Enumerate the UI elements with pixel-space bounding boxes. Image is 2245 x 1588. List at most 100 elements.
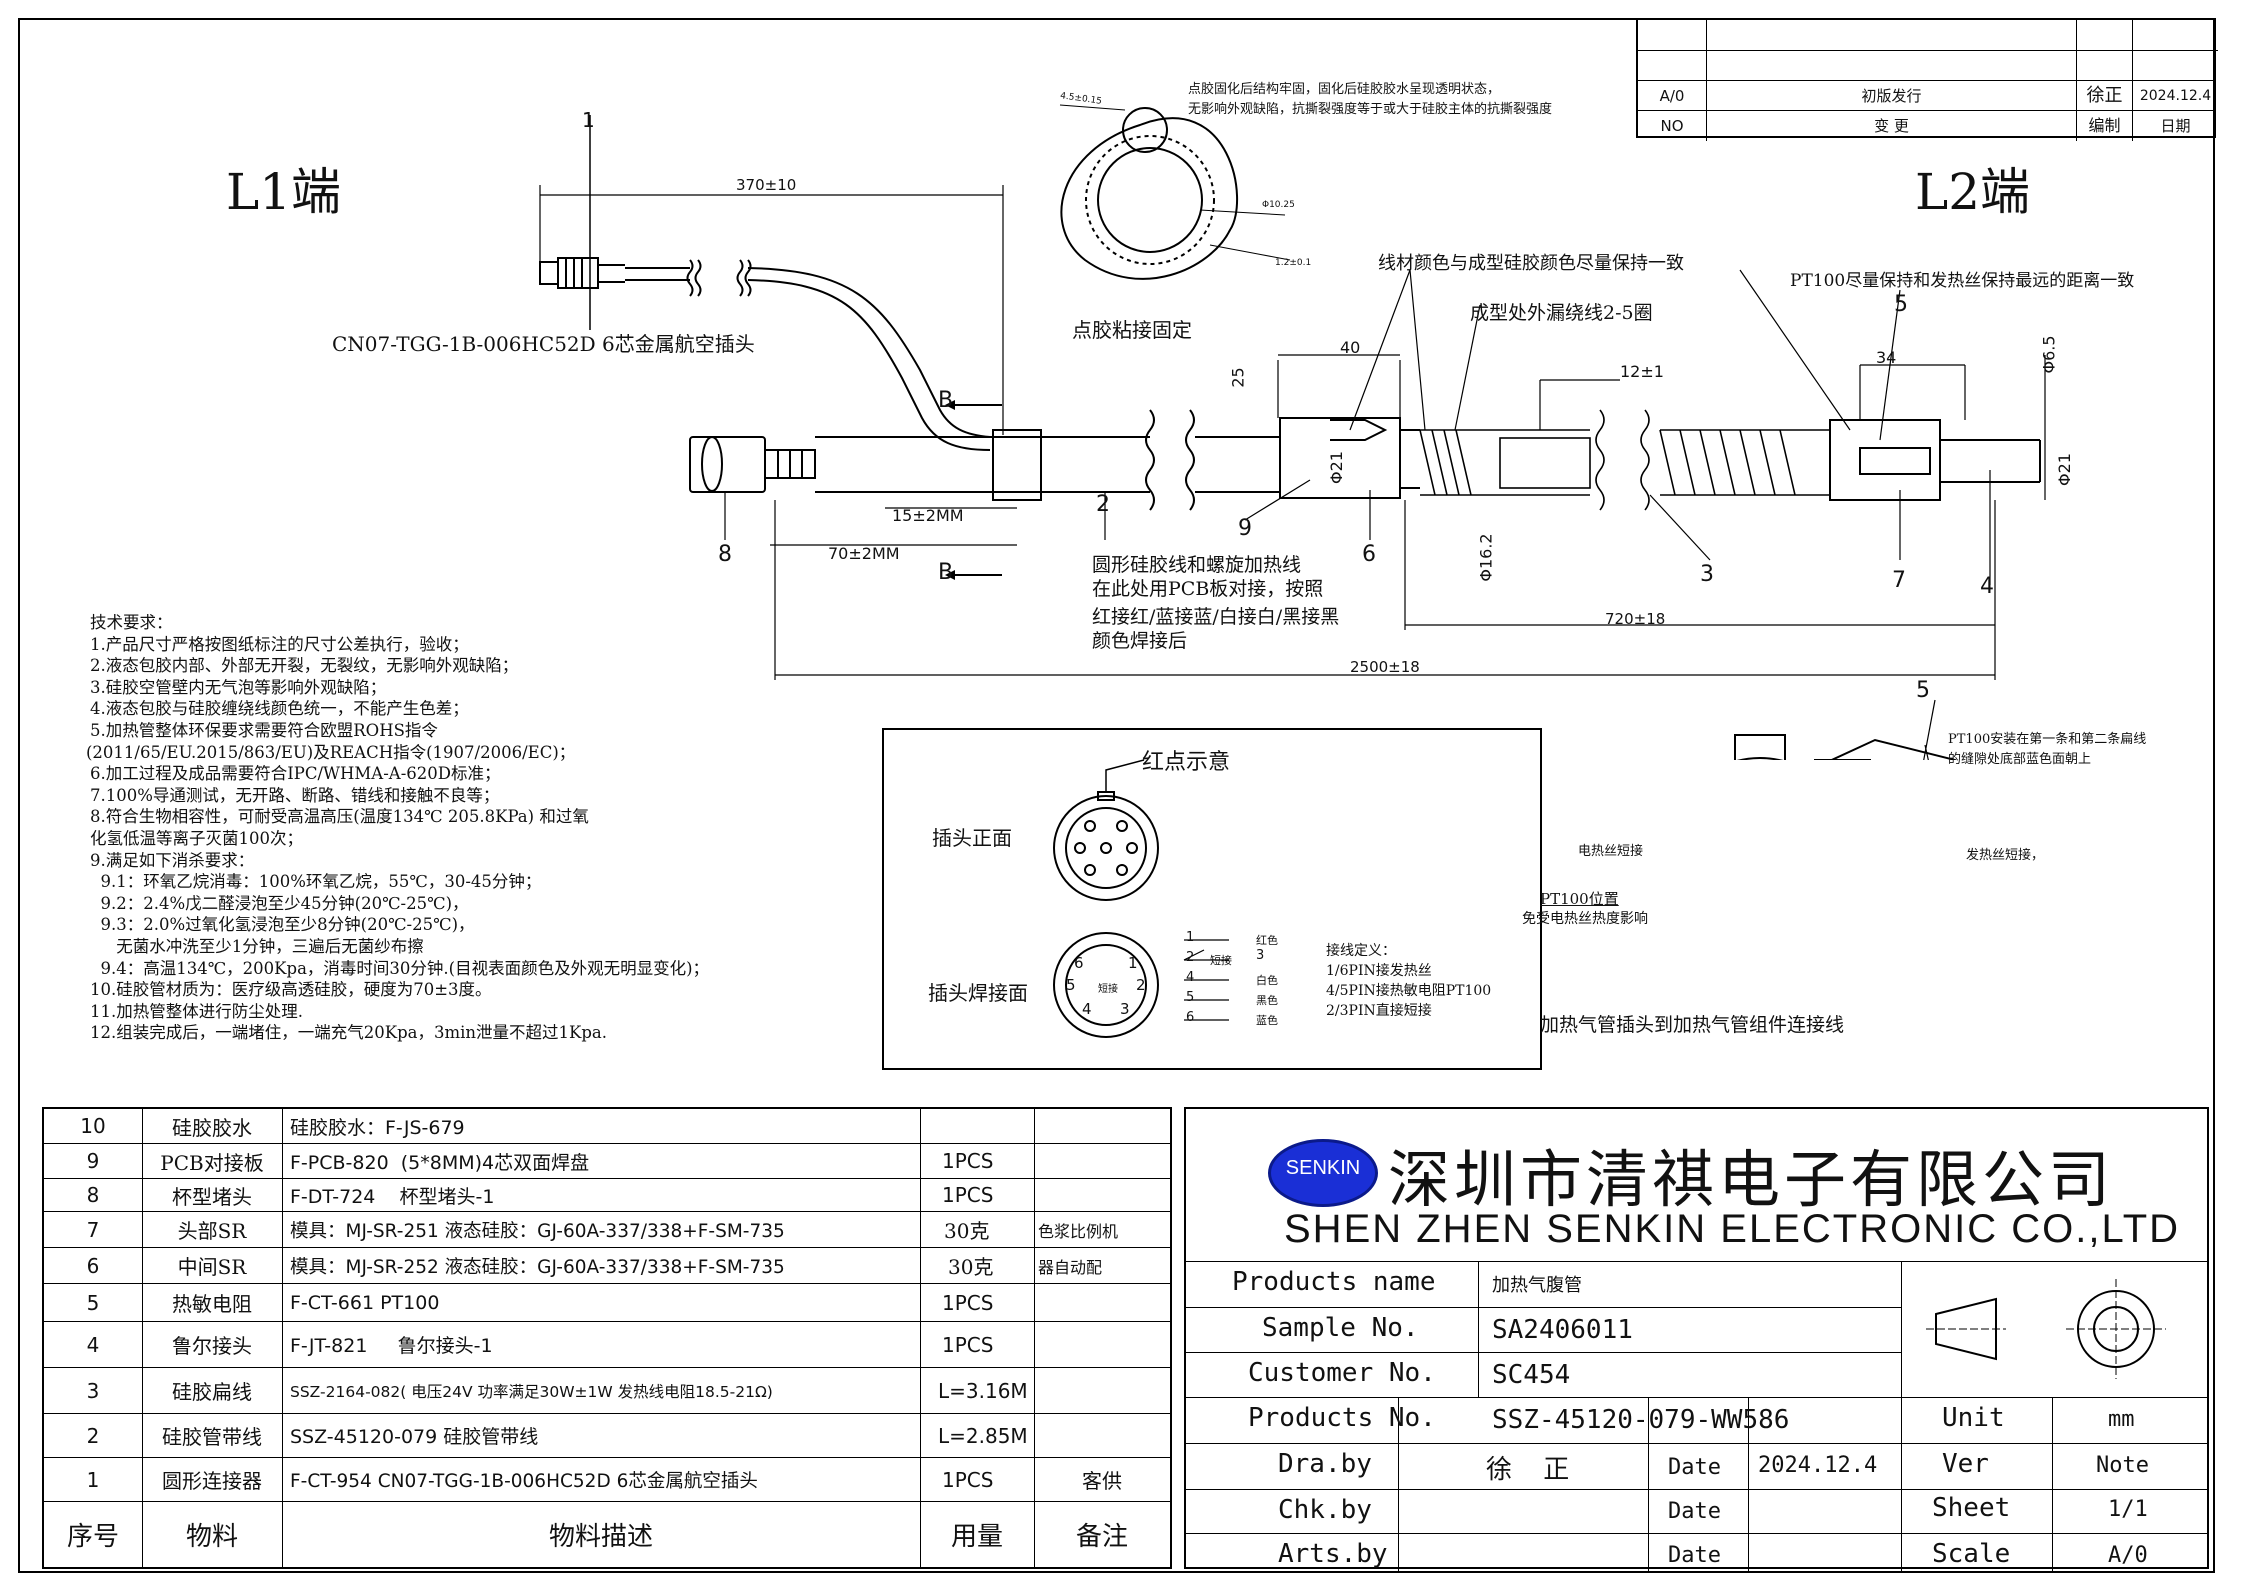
- tech-line: 技术要求：: [90, 613, 173, 632]
- date-label-2: Date: [1668, 1499, 1721, 1524]
- bom-row: 5 热敏电阻 F-CT-661 PT100 1PCS: [44, 1284, 1170, 1322]
- bom-row: 1 圆形连接器 F-CT-954 CN07-TGG-1B-006HC52D 6芯…: [44, 1458, 1170, 1502]
- sample-no-value: SA2406011: [1492, 1315, 1633, 1345]
- checked-by-label: Chk.by: [1278, 1495, 1372, 1525]
- dim-phi21-right: Φ21: [2054, 453, 2074, 486]
- revision-block: A/0 初版发行 徐正 2024.12.4 NO 变 更 编制 日期: [1636, 18, 2218, 141]
- tech-line: 5.加热管整体环保要求需要符合欧盟ROHS指令: [90, 720, 438, 740]
- leak-note: 成型处外漏绕线2-5圈: [1470, 302, 1653, 324]
- bom-row: 3 硅胶扁线 SSZ-2164-082( 电压24V 功率满足30W±1W 发热…: [44, 1368, 1170, 1414]
- company-logo: [1268, 1139, 1378, 1207]
- tech-line: 1.产品尺寸严格按图纸标注的尺寸公差执行，验收；: [90, 634, 469, 654]
- tech-line: 9.1：环氧乙烷消毒：100%环氧乙烷，55℃，30-45分钟；: [90, 872, 542, 892]
- pcb-note-3: 红接红/蓝接蓝/白接白/黑接黑: [1092, 606, 1340, 628]
- heater-wire-a: 电热丝短接: [1578, 844, 1644, 859]
- drawn-by-label: Dra.by: [1278, 1449, 1372, 1479]
- section-note-1: 点胶固化后结构牢固，固化后硅胶胶水呈现透明状态，: [1188, 82, 1501, 97]
- callout-6: 6: [1362, 542, 1376, 567]
- customer-no-label: Customer No.: [1248, 1358, 1436, 1388]
- tech-line: 10.硅胶管材质为：医疗级高透硅胶，硬度为70±3度。: [90, 980, 492, 1000]
- tech-line: 4.液态包胶与硅胶缠绕线颜色统一，不能产生色差；: [90, 699, 469, 719]
- scale-label: Scale: [1932, 1539, 2011, 1569]
- date-value-1: 2024.12.4: [1758, 1453, 1878, 1478]
- l1-end-label: L1端: [226, 163, 342, 221]
- rev-code: A/0: [1659, 87, 1685, 105]
- dim-70: 70±2MM: [828, 544, 900, 563]
- callout-7: 7: [1892, 568, 1906, 593]
- pin-4: 4: [1082, 1000, 1092, 1018]
- projection-symbol: [1926, 1279, 2166, 1379]
- tech-line: 9.满足如下消杀要求：: [90, 850, 255, 870]
- pin-6: 6: [1074, 954, 1084, 972]
- rev-date: 2024.12.4: [2132, 81, 2218, 111]
- bom-row: 9 PCB对接板 F-PCB-820 (5*8MM)4芯双面焊盘 1PCS: [44, 1144, 1170, 1179]
- tech-line: 9.3：2.0%过氧化氢浸泡至少8分钟(20℃-25℃)，: [90, 915, 475, 935]
- products-no-label: Products No.: [1248, 1403, 1436, 1433]
- tech-line: 8.符合生物相容性，可耐受高温高压(温度134℃ 205.8KPa) 和过氧: [90, 807, 589, 827]
- wire-pin-1: 1: [1186, 930, 1195, 945]
- wire-pin-4: 4: [1186, 970, 1195, 985]
- revision-header-row: NO 变 更 编制 日期: [1638, 110, 2214, 141]
- wire-pin-2: 2: [1186, 950, 1195, 965]
- bom-row: 6 中间SR 模具：MJ-SR-252 液态硅胶：GJ-60A-337/338+…: [44, 1248, 1170, 1284]
- tech-line: 9.4：高温134℃，200Kpa，消毒时间30分钟.(目视表面颜色及外观无明显…: [90, 958, 710, 978]
- pin-2: 2: [1136, 976, 1146, 994]
- dim-phi162: Φ16.2: [1476, 533, 1496, 582]
- dim-34: 34: [1876, 348, 1897, 367]
- pt-position-1: PT100位置: [1540, 890, 1619, 908]
- drawn-by-value: 徐 正: [1486, 1455, 1570, 1485]
- wire-pin-3: 3: [1256, 948, 1265, 963]
- dim-phi65: Φ6.5: [2039, 335, 2059, 374]
- callout-5: 5: [1894, 292, 1908, 317]
- rev-date-header: 日期: [2132, 111, 2218, 141]
- heater-wire-b: 发热丝短接，: [1966, 848, 2045, 863]
- bom-row: 10 硅胶胶水 硅胶胶水：F-JS-679: [44, 1109, 1170, 1144]
- tech-line: 11.加热管整体进行防尘处理.: [90, 1001, 303, 1021]
- date-label-1: Date: [1668, 1455, 1721, 1480]
- bom-table: 10 硅胶胶水 硅胶胶水：F-JS-679 9 PCB对接板 F-PCB-820…: [42, 1107, 1172, 1569]
- ver-label: Ver: [1942, 1449, 1989, 1479]
- pin-1: 1: [1128, 954, 1138, 972]
- red-dot-label: 红点示意: [1142, 750, 1231, 775]
- logo-text: SENKIN: [1285, 1157, 1361, 1179]
- glue-label: 点胶粘接固定: [1072, 318, 1192, 342]
- rev-desc-header: 变 更: [1706, 111, 2076, 141]
- callout-5b: 5: [1916, 678, 1930, 703]
- products-name-value: 加热气腹管: [1492, 1275, 1582, 1296]
- cable-drawing: [539, 104, 2046, 760]
- company-name-cn: 深圳市清祺电子有限公司: [1388, 1143, 2115, 1216]
- plug-diagram: [1053, 759, 1229, 1038]
- pcb-note-1: 圆形硅胶线和螺旋加热线: [1092, 554, 1302, 576]
- plug-detail-box: 红点示意 插头正面 插头焊接面 6 1 5 2 4 3 短接 1: [882, 728, 1542, 1070]
- sheet-value: 1/1: [2108, 1497, 2148, 1522]
- pin-def-2: 4/5PIN接热敏电阻PT100: [1326, 983, 1492, 999]
- rev-desc: 初版发行: [1706, 81, 2076, 111]
- pin-def-1: 1/6PIN接发热丝: [1326, 963, 1432, 979]
- company-name-en: SHEN ZHEN SENKIN ELECTRONIC CO.,LTD: [1284, 1207, 2181, 1251]
- revision-row: A/0 初版发行 徐正 2024.12.4: [1638, 80, 2214, 111]
- pcb-note-2: 在此处用PCB板对接，按照: [1092, 578, 1324, 600]
- unit-label: Unit: [1942, 1403, 2005, 1433]
- plug-solder-label: 插头焊接面: [928, 981, 1028, 1005]
- scale-value: A/0: [2108, 1543, 2148, 1568]
- callout-2: 2: [1096, 492, 1110, 517]
- bom-row: 8 杯型堵头 F-DT-724 杯型堵头-1 1PCS: [44, 1179, 1170, 1212]
- short-mark: 短接: [1098, 984, 1118, 995]
- outer-border: [18, 18, 2215, 1573]
- ver-value: Note: [2096, 1453, 2149, 1478]
- pin-5: 5: [1066, 976, 1076, 994]
- wire-pin-5: 5: [1186, 990, 1195, 1005]
- tech-requirements: 技术要求： 1.产品尺寸严格按图纸标注的尺寸公差执行，验收； 2.液态包胶内部、…: [86, 612, 910, 1044]
- pt-install-1: PT100安装在第一条和第二条扁线: [1948, 732, 2147, 747]
- rev-code-header: NO: [1660, 117, 1684, 135]
- bom-header-row: 序号 物料 物料描述 用量 备注: [66, 1522, 1128, 1552]
- dim-25: 25: [1228, 367, 1248, 388]
- dim-370: 370±10: [736, 176, 797, 194]
- dim-720: 720±18: [1605, 610, 1666, 628]
- callout-1: 1: [582, 108, 595, 132]
- pin-3: 3: [1120, 1000, 1130, 1018]
- callout-4: 4: [1980, 574, 1994, 599]
- pt-install-2: 的缝隙处底部蓝色面朝上: [1948, 752, 2092, 767]
- pin-def-3: 2/3PIN直接短接: [1326, 1003, 1432, 1019]
